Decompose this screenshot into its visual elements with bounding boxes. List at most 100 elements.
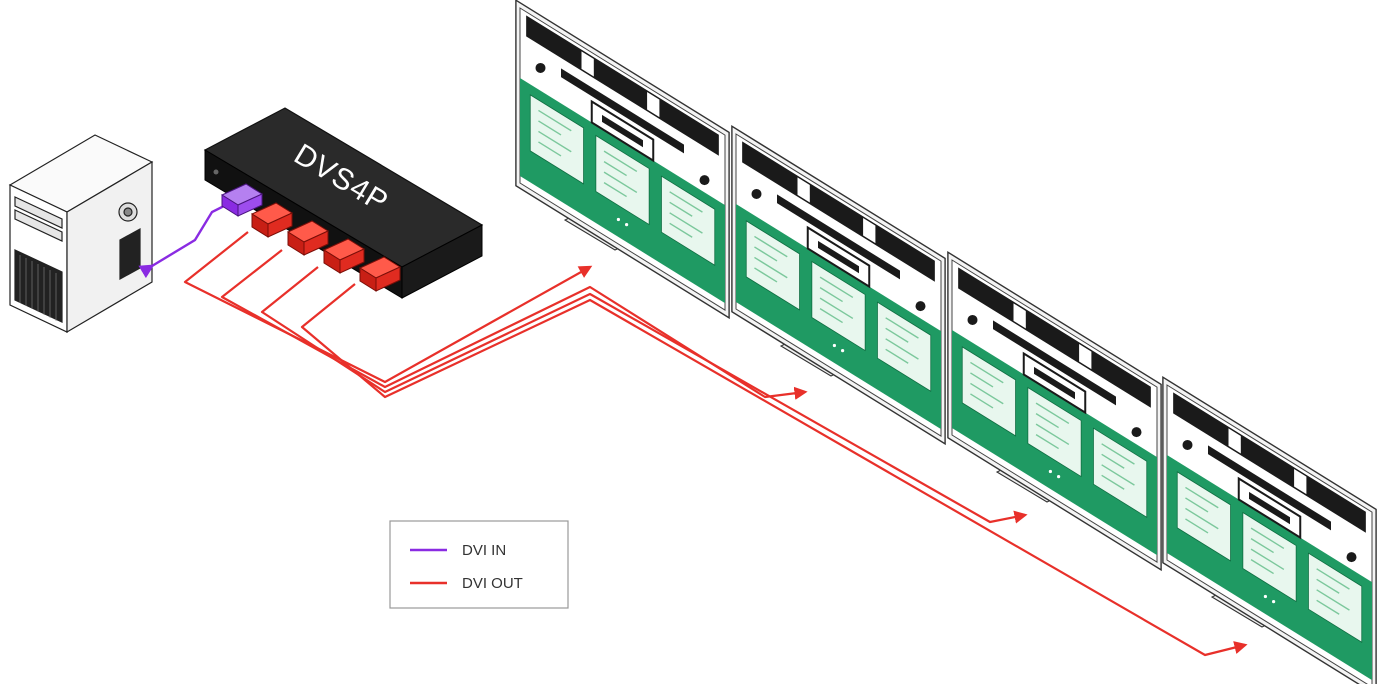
screen-page-dot bbox=[841, 348, 845, 353]
screen-card-line bbox=[754, 246, 778, 262]
screen-subtitle-bar bbox=[1208, 445, 1331, 531]
screen-card-line bbox=[885, 317, 919, 339]
screen-card-line bbox=[1035, 413, 1059, 429]
screen-card-line bbox=[603, 161, 627, 177]
screen-header-gap bbox=[647, 92, 660, 118]
screen-card-line bbox=[1035, 423, 1070, 446]
screen-card-line bbox=[538, 141, 562, 157]
screen-header-gap bbox=[1228, 428, 1241, 454]
screen-card-line bbox=[1250, 559, 1274, 575]
legend-label-dvi-out: DVI OUT bbox=[462, 575, 523, 592]
screen-header-gap bbox=[797, 177, 810, 203]
screen-header-gap bbox=[1079, 344, 1092, 370]
screen-card-line bbox=[1316, 578, 1340, 594]
cable-out-4 bbox=[300, 283, 1248, 657]
pc-tower bbox=[8, 134, 154, 334]
screen-content-card bbox=[1176, 471, 1231, 562]
screen-center-bar bbox=[1034, 366, 1075, 400]
screen-content-card bbox=[811, 260, 866, 352]
screen-card-line bbox=[754, 256, 788, 279]
screen-card-line bbox=[669, 201, 693, 217]
screen-content-card bbox=[1308, 552, 1363, 643]
screen-card-line bbox=[669, 212, 703, 234]
monitor-4 bbox=[1162, 375, 1377, 684]
screen-card-line bbox=[669, 191, 703, 213]
cable-out-3 bbox=[260, 266, 1028, 524]
screen-header-gap bbox=[1294, 469, 1307, 495]
screen-header-bar bbox=[958, 267, 1151, 408]
dvi-out-connectors bbox=[250, 202, 402, 292]
screen-card-line bbox=[1035, 402, 1070, 425]
screen-center-bar bbox=[1249, 491, 1290, 525]
screen-subtitle-bar bbox=[561, 68, 684, 154]
dvi-in-cable bbox=[138, 202, 229, 279]
screen-center-bar bbox=[818, 240, 859, 274]
screen-card-line bbox=[819, 287, 843, 303]
screen-page-dot bbox=[832, 343, 836, 348]
screen-card-line bbox=[1250, 538, 1274, 554]
screen-content-card bbox=[661, 175, 716, 266]
screen-card-line bbox=[1316, 599, 1340, 615]
monitor-3 bbox=[947, 250, 1162, 572]
screen-card-line bbox=[819, 308, 843, 324]
screen-header-gap bbox=[863, 218, 876, 244]
screen-card-line bbox=[1185, 518, 1209, 534]
screen-card-line bbox=[603, 182, 627, 198]
screen-card-line bbox=[885, 327, 909, 343]
screen-card-line bbox=[970, 361, 1004, 384]
screen-card-line bbox=[1185, 507, 1219, 530]
dvi-out-connector-2 bbox=[286, 220, 330, 256]
screen-card-line bbox=[754, 267, 778, 283]
screen-content-card bbox=[529, 94, 584, 185]
screen-card-line bbox=[1101, 474, 1125, 490]
screen-card-line bbox=[1316, 589, 1350, 611]
screen-card-line bbox=[1316, 568, 1350, 590]
screen-card-line bbox=[970, 382, 1004, 405]
screen-card-line bbox=[754, 235, 788, 258]
screen-dot bbox=[699, 175, 710, 186]
screen-content-card bbox=[745, 220, 800, 311]
screen-card-line bbox=[669, 222, 693, 238]
dvi-in-connector bbox=[220, 183, 264, 217]
screen-page-dot bbox=[1048, 469, 1052, 474]
screen-subtitle-bar bbox=[993, 320, 1116, 406]
screen-header-bar bbox=[526, 15, 719, 156]
screen-card-line bbox=[538, 130, 572, 153]
legend: DVI IN DVI OUT bbox=[389, 520, 569, 609]
screen-card-line bbox=[538, 120, 562, 136]
screen-page-dot bbox=[1057, 474, 1061, 479]
screen-content-card bbox=[877, 301, 932, 392]
screen-dot bbox=[915, 301, 926, 312]
screen-card-line bbox=[1250, 548, 1285, 571]
screen-card-line bbox=[1101, 464, 1135, 486]
screen-card-line bbox=[1101, 453, 1125, 469]
monitor-2 bbox=[731, 124, 946, 446]
screen-card-line bbox=[538, 109, 572, 132]
screen-card-line bbox=[970, 372, 994, 388]
legend-box bbox=[389, 520, 569, 609]
screen-header-bar bbox=[742, 141, 935, 282]
screen-card-line bbox=[1185, 497, 1209, 513]
dvi-out-connector-3 bbox=[322, 238, 366, 274]
screen-card-line bbox=[885, 348, 909, 364]
screen-dot bbox=[535, 62, 546, 73]
screen-page-dot bbox=[616, 217, 620, 222]
monitor-1 bbox=[515, 0, 730, 320]
screen-header-gap bbox=[581, 51, 594, 77]
screen-card-line bbox=[1035, 434, 1059, 450]
screen-content-card bbox=[961, 346, 1016, 437]
dvi-out-connector-4 bbox=[358, 256, 402, 292]
screen-header-gap bbox=[1013, 303, 1026, 329]
screen-subtitle-bar bbox=[777, 194, 900, 280]
screen-card-line bbox=[603, 150, 638, 173]
dvi-out-connector-1 bbox=[250, 202, 294, 238]
screen-card-line bbox=[1250, 527, 1285, 550]
screen-content-card bbox=[1027, 386, 1082, 478]
screen-page-dot bbox=[625, 222, 629, 227]
screen-header-bar bbox=[1173, 392, 1366, 533]
screen-dot bbox=[967, 314, 978, 325]
screen-page-dot bbox=[1263, 594, 1267, 599]
screen-card-line bbox=[1185, 486, 1219, 509]
screen-card-line bbox=[819, 276, 854, 299]
